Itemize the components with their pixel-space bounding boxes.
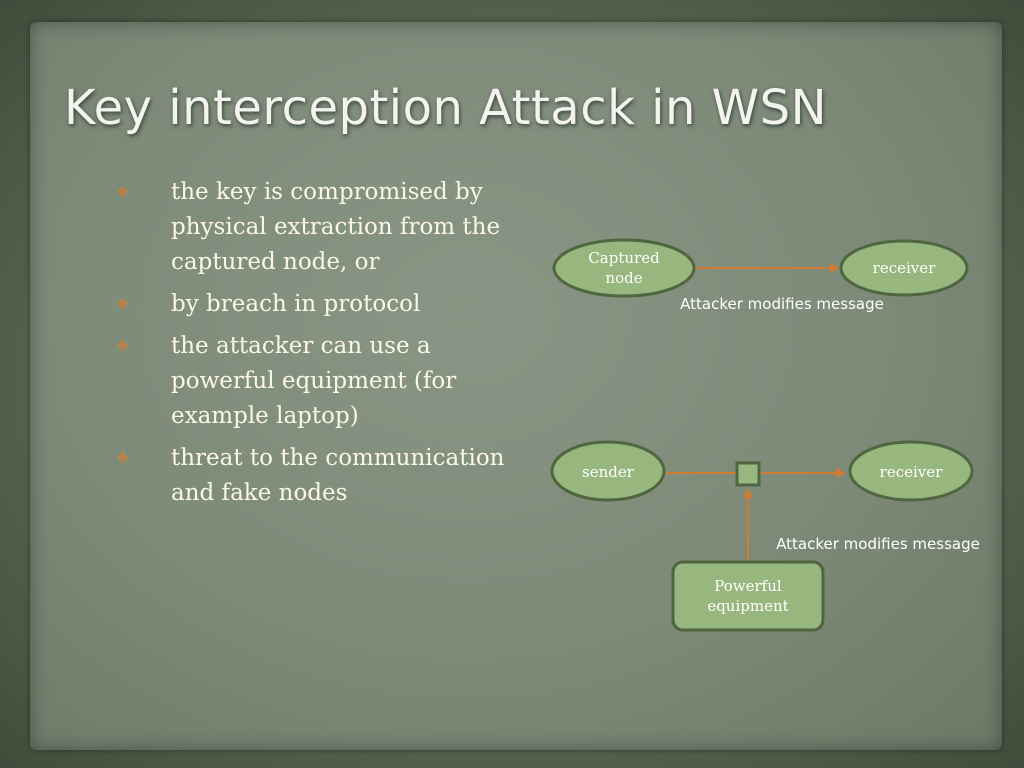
receiver-ellipse-1: [839, 239, 969, 297]
sender-label: sender: [582, 463, 635, 481]
diamond-bullet-icon: ❖: [116, 183, 130, 201]
bullet-text: by breach in protocol: [171, 291, 421, 317]
powerful-equipment-box: [671, 560, 825, 632]
powerful-equipment-label-line1: Powerful: [714, 577, 782, 595]
bullet-text: the attacker can use a powerful equipmen…: [171, 333, 457, 429]
bullet-text: threat to the communication and fake nod…: [171, 445, 505, 506]
bullet-item: ❖ threat to the communication and fake n…: [116, 441, 516, 511]
diagram-sender-receiver: sender receiver Powerful equipment Attac…: [550, 440, 980, 632]
receiver-label-2: receiver: [880, 463, 943, 481]
powerful-equipment-label-line2: equipment: [707, 597, 788, 615]
diagram-captured-node: Captured node receiver Attacker modifies…: [552, 238, 969, 313]
captured-node-label-line1: Captured: [588, 249, 660, 267]
bullet-list: ❖ the key is compromised by physical ext…: [116, 175, 516, 518]
receiver-ellipse-2: [848, 440, 974, 502]
receiver-label-1: receiver: [873, 259, 936, 277]
interceptor-square: [735, 461, 761, 487]
attacker-label-1: Attacker modifies message: [680, 295, 884, 313]
attacker-label-2: Attacker modifies message: [776, 535, 980, 553]
diamond-bullet-icon: ❖: [116, 295, 130, 313]
diamond-bullet-icon: ❖: [116, 337, 130, 355]
sender-ellipse: [550, 440, 666, 502]
captured-node-ellipse: [552, 238, 696, 298]
bullet-item: ❖ the key is compromised by physical ext…: [116, 175, 516, 280]
slide-title: Key interception Attack in WSN: [64, 80, 828, 136]
diamond-bullet-icon: ❖: [116, 449, 130, 467]
slide-paper: [30, 22, 1002, 750]
bullet-item: ❖ by breach in protocol: [116, 287, 516, 322]
captured-node-label-line2b: node: [605, 269, 642, 287]
bullet-text: the key is compromised by physical extra…: [171, 179, 501, 275]
bullet-item: ❖ the attacker can use a powerful equipm…: [116, 329, 516, 434]
